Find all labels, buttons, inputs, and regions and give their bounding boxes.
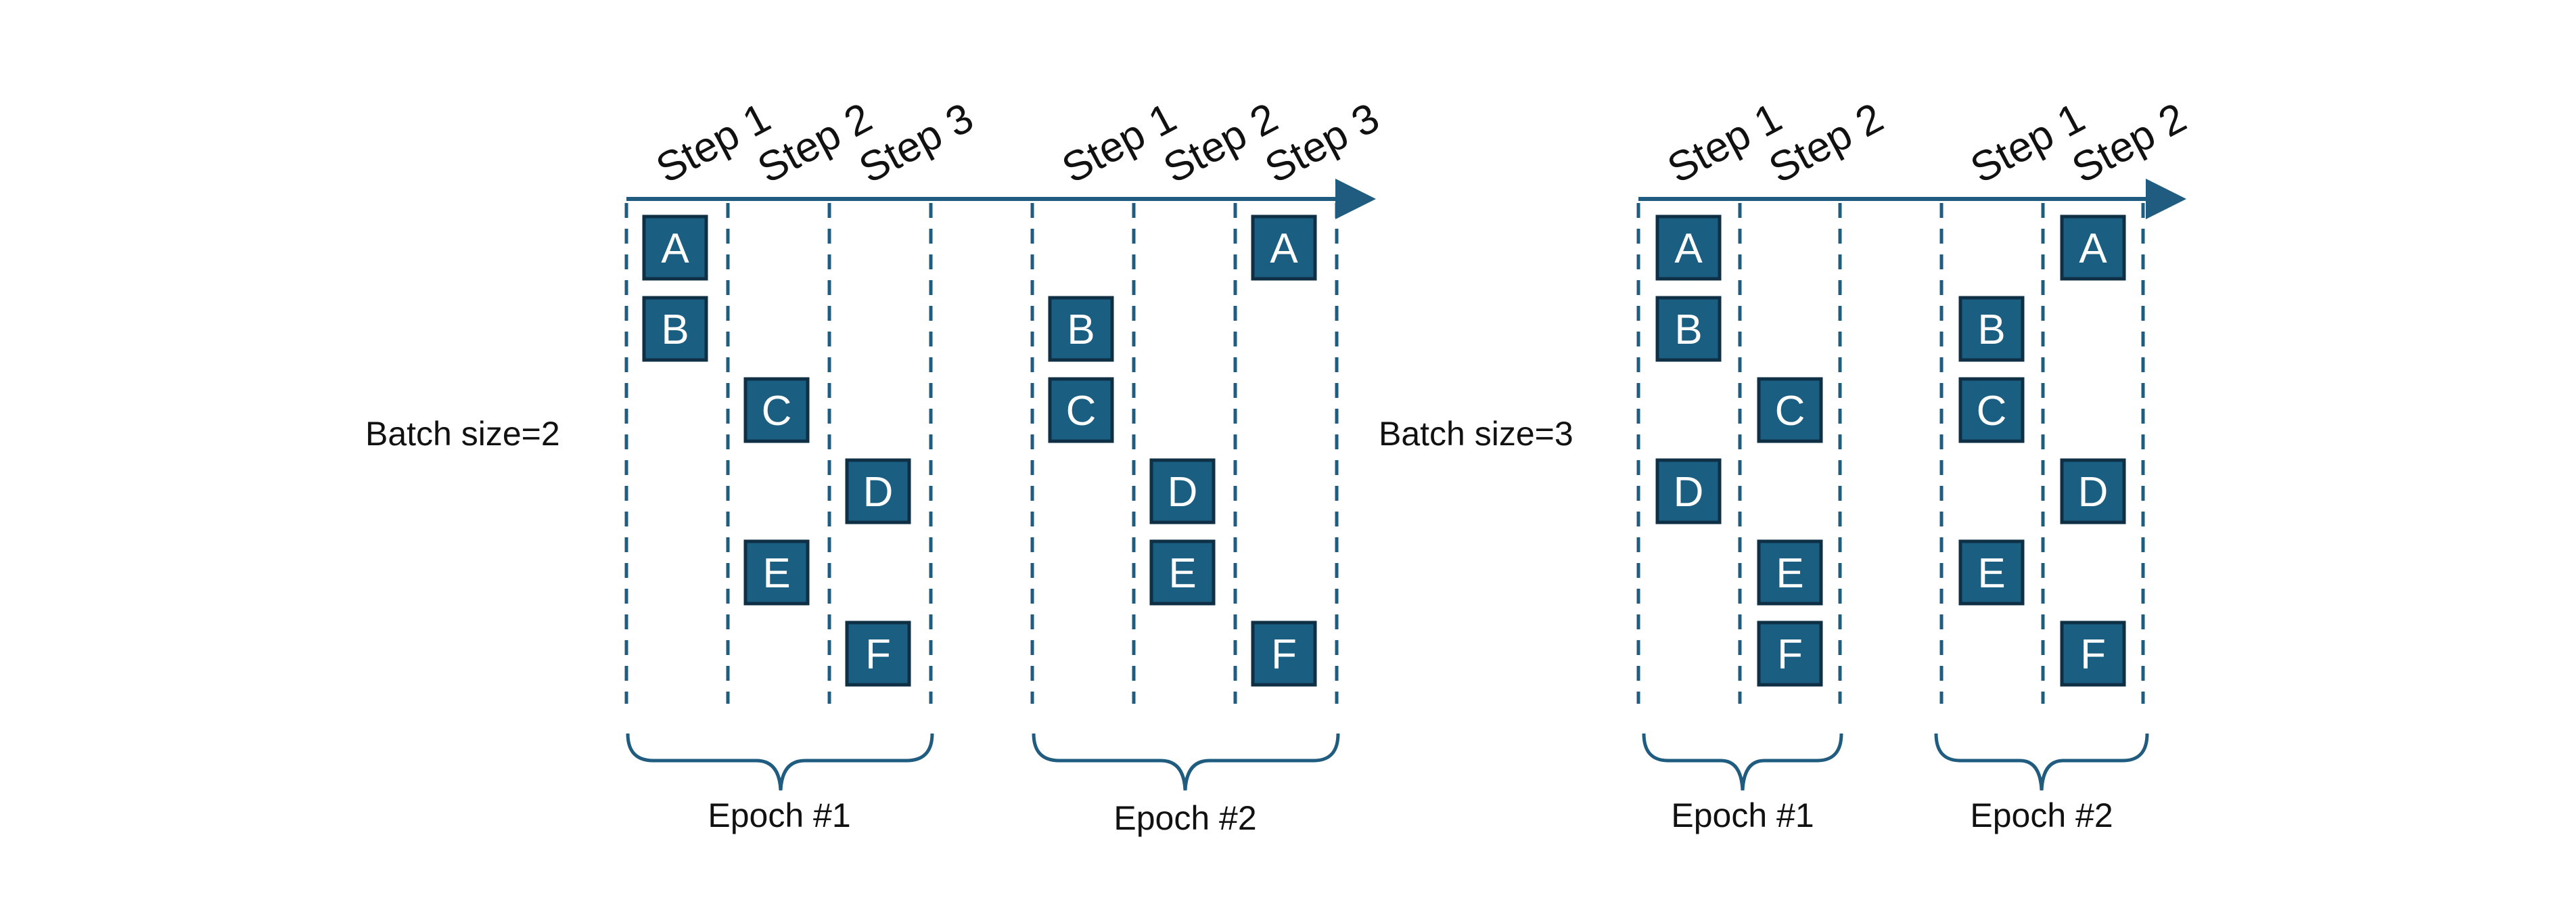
box-letter: A [2079, 225, 2107, 272]
data-box-c: C [1757, 377, 1823, 443]
epoch-brace [1642, 733, 1843, 791]
box-letter: D [1674, 469, 1704, 516]
epoch-label: Epoch #1 [1671, 796, 1814, 834]
step-label: Step 2 [1762, 94, 1891, 192]
box-letter: C [762, 388, 792, 434]
data-box-b: B [1958, 296, 2025, 362]
box-letter: E [1168, 550, 1196, 597]
box-letter: D [863, 469, 894, 516]
data-box-c: C [1048, 377, 1114, 443]
epoch-label: Epoch #2 [1970, 796, 2113, 834]
epoch-brace [626, 733, 934, 791]
box-letter: E [762, 550, 790, 597]
box-letter: B [1067, 307, 1095, 353]
box-letter: E [1977, 550, 2005, 597]
step-label: Step 2 [750, 94, 879, 192]
data-box-f: F [845, 621, 911, 687]
step-label: Step 2 [2065, 94, 2194, 192]
box-letter: C [1775, 388, 1806, 434]
box-letter: F [2080, 631, 2106, 678]
box-letter: C [1066, 388, 1097, 434]
epoch-label: Epoch #2 [1113, 799, 1256, 837]
data-box-f: F [1251, 621, 1317, 687]
data-box-b: B [1655, 296, 1722, 362]
data-box-a: A [1251, 215, 1317, 281]
data-box-e: E [743, 539, 810, 606]
step-dividers [624, 203, 1339, 704]
step-label: Step 2 [1156, 94, 1285, 192]
data-box-d: D [845, 458, 911, 524]
data-box-d: D [2060, 458, 2126, 524]
box-letter: B [1674, 307, 1702, 353]
box-letter: A [1674, 225, 1703, 272]
epoch-brace [1032, 733, 1340, 791]
data-box-b: B [1048, 296, 1114, 362]
box-letter: F [865, 631, 891, 678]
data-box-c: C [743, 377, 810, 443]
data-box-a: A [1655, 215, 1722, 281]
step-label: Step 3 [1258, 94, 1387, 192]
step-label: Step 3 [852, 94, 981, 192]
data-box-d: D [1149, 458, 1216, 524]
diagram-batch-size-3: Batch size=3 Step 1 Step 2 Step 1 Step 2… [1379, 94, 2194, 834]
data-box-a: A [2060, 215, 2126, 281]
data-box-a: A [642, 215, 708, 281]
box-letter: F [1777, 631, 1803, 678]
box-letter: D [1168, 469, 1198, 516]
step-label: Step 1 [1963, 94, 2092, 192]
data-box-e: E [1757, 539, 1823, 606]
data-box-c: C [1958, 377, 2025, 443]
data-box-d: D [1655, 458, 1722, 524]
data-box-e: E [1958, 539, 2025, 606]
box-letter: F [1271, 631, 1297, 678]
step-label: Step 1 [1660, 94, 1789, 192]
batch-size-label: Batch size=2 [365, 415, 560, 453]
data-box-f: F [1757, 621, 1823, 687]
box-letter: E [1776, 550, 1803, 597]
batch-size-label: Batch size=3 [1379, 415, 1573, 453]
step-dividers [1636, 203, 2145, 704]
data-box-e: E [1149, 539, 1216, 606]
data-box-f: F [2060, 621, 2126, 687]
box-letter: B [661, 307, 689, 353]
box-letter: B [1977, 307, 2005, 353]
diagram-batch-size-2: Batch size=2 Step 1 Step 2 Step 3 Step 1… [365, 94, 1387, 837]
step-label: Step 1 [649, 94, 778, 192]
box-letter: D [2078, 469, 2109, 516]
data-box-b: B [642, 296, 708, 362]
epoch-brace [1934, 733, 2149, 791]
step-label: Step 1 [1055, 94, 1184, 192]
epoch-label: Epoch #1 [708, 796, 850, 834]
box-letter: C [1977, 388, 2007, 434]
box-letter: A [661, 225, 689, 272]
box-letter: A [1270, 225, 1298, 272]
